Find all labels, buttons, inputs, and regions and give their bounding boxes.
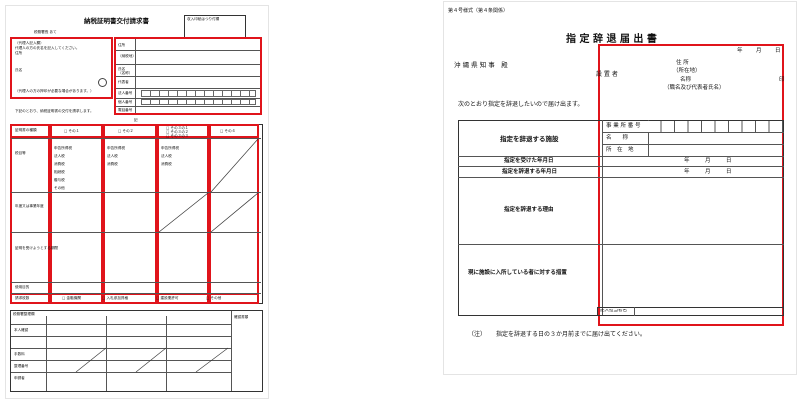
designated-month: 月 <box>705 158 711 164</box>
col-option-2: □ その２ <box>118 129 134 133</box>
left-document: 納税証明書交付請求書 税務署長 あて 収入印紙はつり付欄 （代理人記入欄） 代理… <box>6 6 268 398</box>
applicant-box-highlight <box>114 37 262 115</box>
diagonal-lines <box>158 138 259 233</box>
stamp-box-label: 収入印紙はつり付欄 <box>187 17 220 21</box>
name-label: 名称 <box>680 77 692 83</box>
agent-note: （代理人の方の押印が必要な場合があります。） <box>15 89 94 93</box>
col-option-1: □ その１ <box>64 129 80 133</box>
agent-box-highlight <box>10 37 113 99</box>
number-cells <box>141 90 256 97</box>
right-document: 第４号様式（第４条関係） 指 定 辞 退 届 出 書 年 月 日 沖 縄 県 知… <box>444 2 796 374</box>
note-text: 指定を辞退する日の３か月前までに届け出てください。 <box>496 331 646 338</box>
tax-item-col4-1: 法人税 <box>161 154 172 158</box>
right-addressee: 沖 縄 県 知 事 殿 <box>454 61 508 69</box>
office-section <box>10 310 263 392</box>
col-option-4: □ その３の２ <box>166 130 189 134</box>
withdraw-date-label: 指定を辞退する年月日 <box>502 169 558 175</box>
agent-address: 住所 <box>15 51 23 55</box>
tax-item-1: 法人税 <box>54 154 65 158</box>
designated-day: 日 <box>726 158 732 164</box>
form-number: 第４号様式（第４条関係） <box>448 8 509 14</box>
right-doc-title: 指 定 辞 退 届 出 書 <box>566 34 657 45</box>
designated-year: 年 <box>684 158 690 164</box>
left-doc-title: 納税証明書交付請求書 <box>84 17 149 25</box>
seal-label: 印 <box>779 77 785 83</box>
facility-field-2: 所 在 地 <box>606 147 634 153</box>
applicant-label-2: 氏名 <box>118 67 126 71</box>
office-label-0: 確認書類 <box>234 315 249 319</box>
applicant-label-4: 代表者 <box>118 80 129 84</box>
tax-item-2: 消費税 <box>54 162 65 166</box>
withdraw-year: 年 <box>684 169 690 175</box>
row-label-3: 証明を受けようとする期間 <box>15 246 59 250</box>
col-option-3: □ その３の１ <box>166 126 189 130</box>
left-doc-addressee: 税務署長 あて <box>34 30 57 34</box>
instruction-text: 下記のとおり、納税証明書の交付を請求します。 <box>15 109 94 113</box>
col-option-6: □ その４ <box>220 129 236 133</box>
purpose-0: □ 金融機関 <box>62 296 81 300</box>
address-label: 住 所 <box>676 60 689 66</box>
note-prefix: （注） <box>468 331 487 338</box>
seal-circle-icon <box>98 78 107 87</box>
date-month: 月 <box>756 48 762 54</box>
row-label-0: 証明書の種類 <box>15 128 37 132</box>
tax-item-4: 贈与税 <box>54 178 65 182</box>
designated-date-label: 指定を受けた年月日 <box>504 158 554 164</box>
purpose-3: □ その他 <box>206 296 222 300</box>
applicant-label-0: 住所 <box>118 43 126 47</box>
reason-label: 指定を辞退する理由 <box>504 207 554 213</box>
tax-item-5: その他 <box>54 186 65 190</box>
intro-text: 次のとおり指定を辞退したいので届け出ます。 <box>458 101 584 108</box>
purpose-1: □ 入札参加資格 <box>102 296 129 300</box>
purpose-2: □ 建設業許可 <box>156 296 179 300</box>
contact-box <box>597 307 784 316</box>
row-label-4: 使用目的 <box>15 285 30 289</box>
tax-item-0: 申告所得税 <box>54 146 72 150</box>
row-label-2: 年度又は事業年度 <box>15 204 44 208</box>
tax-item-col3-0: 申告所得税 <box>107 146 125 150</box>
address-sub: （所在地） <box>673 68 701 74</box>
applicant-label-3: （名称） <box>118 71 133 75</box>
name-sub: （職名及び代表者氏名） <box>664 85 725 91</box>
agent-line1: 代理人の方の氏名を記入してください。 <box>15 46 80 50</box>
office-diagonals <box>75 347 229 373</box>
agent-name: 氏名 <box>15 68 23 72</box>
col-option-5: □ その３の３ <box>166 134 189 138</box>
office-number-cells <box>648 121 783 132</box>
mid-label: 記 <box>134 118 138 122</box>
row-label-5: 請求枚数 <box>15 296 30 300</box>
applicant-label-1: （納税地） <box>118 54 136 58</box>
tax-item-col3-1: 法人税 <box>107 154 118 158</box>
applicant-label: 設 置 者 <box>596 71 618 78</box>
facility-field-0: 事 業 所 番 号 <box>606 123 641 129</box>
office-label-3: 整理番号 <box>14 364 29 368</box>
date-year: 年 <box>737 48 743 54</box>
purpose-row-highlight <box>10 293 259 304</box>
row-label-1: 税目等 <box>15 151 26 155</box>
contact-label: 記入担当者名 <box>600 309 627 313</box>
facility-label: 指定を辞退する施設 <box>500 135 559 143</box>
withdraw-month: 月 <box>705 169 711 175</box>
applicant-label-5: 法人番号 <box>118 91 133 95</box>
office-label-4: 申請者 <box>14 376 25 380</box>
tax-item-col4-2: 消費税 <box>161 162 172 166</box>
agent-section-label: （代理人記入欄） <box>15 41 44 45</box>
office-label-2: 手数料 <box>14 352 25 356</box>
tax-item-3: 相続税 <box>54 170 65 174</box>
withdraw-day: 日 <box>726 169 732 175</box>
applicant-label-6: 個人番号 <box>118 100 133 104</box>
office-label-1: 本人確認 <box>14 328 29 332</box>
tax-item-col4-0: 申告所得税 <box>161 146 179 150</box>
tax-item-col3-2: 消費税 <box>107 162 118 166</box>
date-day: 日 <box>775 48 781 54</box>
office-section-label: 税務署整理欄 <box>13 312 35 316</box>
facility-field-1: 名 称 <box>606 135 629 141</box>
measures-label: 現に施設に入所している者に対する措置 <box>468 270 567 276</box>
number-cells-2 <box>141 99 256 105</box>
applicant-label-7: 電話番号 <box>118 108 133 112</box>
